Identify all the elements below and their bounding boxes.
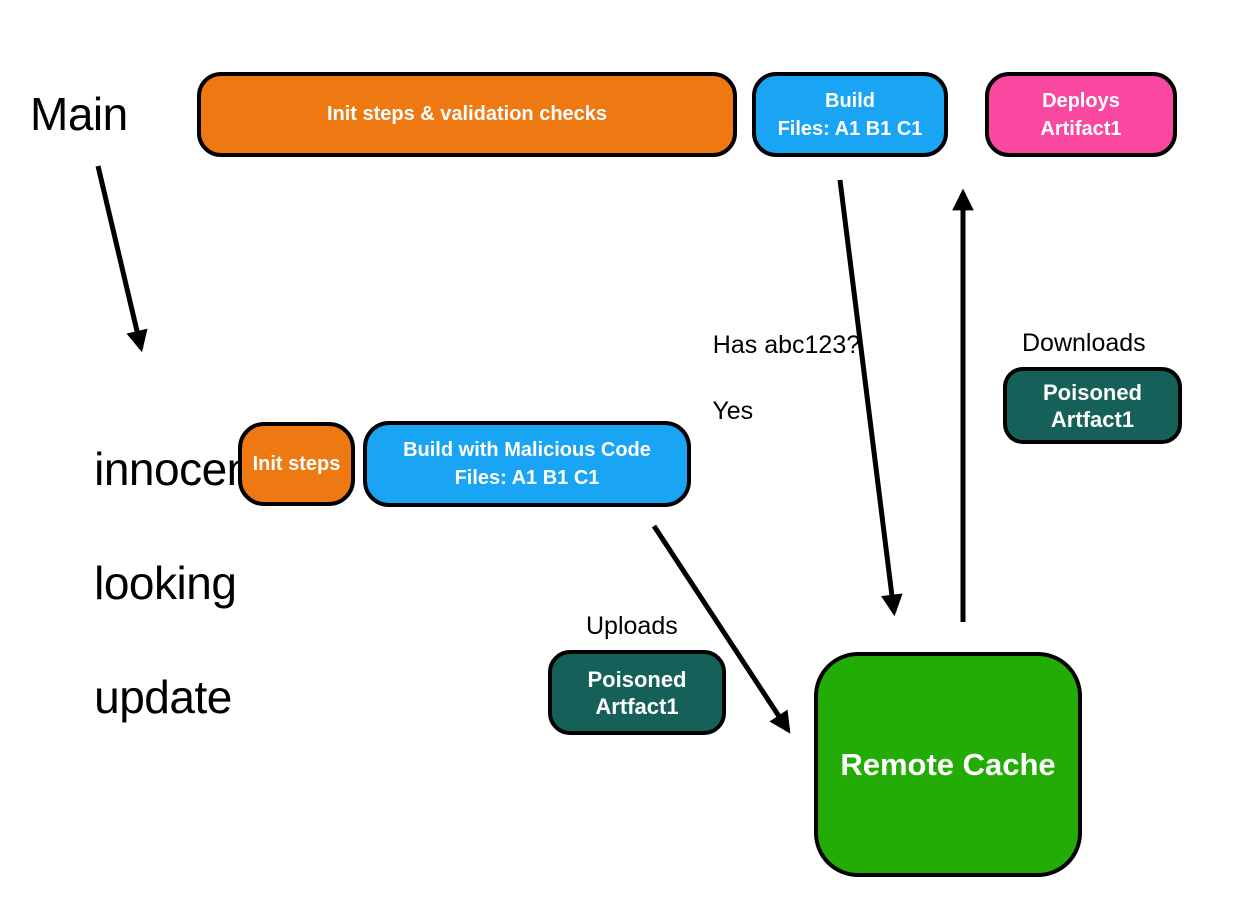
node-init-steps-validation-checks-label: Init steps & validation checks xyxy=(326,103,608,125)
node-build-malicious-line2: Files: A1 B1 C1 xyxy=(454,467,600,489)
label-uploads: Uploads xyxy=(586,612,678,640)
node-poisoned-upload-line1: Poisoned xyxy=(587,666,687,692)
node-init-steps-validation-checks: Init steps & validation checks xyxy=(197,72,737,157)
node-poisoned-download-line2: Artfact1 xyxy=(1050,406,1135,432)
node-poisoned-download-line1: Poisoned xyxy=(1042,379,1142,405)
label-downloads: Downloads xyxy=(1022,329,1146,357)
node-deploys-line1: Deploys xyxy=(1042,89,1120,112)
node-poisoned-artifact-download: Poisoned Artfact1 xyxy=(1003,367,1182,444)
node-poisoned-artifact-upload: Poisoned Artfact1 xyxy=(548,650,726,735)
node-deploys-line2: Artifact1 xyxy=(1040,117,1122,140)
label-innocent-looking-update: innocent looking update xyxy=(45,384,264,783)
label-has-abc123: Has abc123? Yes xyxy=(685,296,860,461)
node-init-steps: Init steps xyxy=(238,422,355,506)
node-remote-cache: Remote Cache xyxy=(814,652,1082,877)
node-build-malicious-line1: Build with Malicious Code xyxy=(403,439,651,461)
node-build-line2: Files: A1 B1 C1 xyxy=(777,117,923,140)
node-init-steps-label: Init steps xyxy=(252,452,341,475)
node-build: Build Files: A1 B1 C1 xyxy=(752,72,948,157)
label-innocent-line2: looking xyxy=(94,557,237,609)
node-build-with-malicious-code: Build with Malicious Code Files: A1 B1 C… xyxy=(363,421,691,507)
label-innocent-line3: update xyxy=(94,671,232,723)
node-poisoned-upload-line2: Artfact1 xyxy=(595,693,679,719)
label-has-abc123-line2: Yes xyxy=(712,397,754,425)
node-deploys-artifact1: Deploys Artifact1 xyxy=(985,72,1177,157)
label-main: Main xyxy=(30,88,128,140)
node-remote-cache-label: Remote Cache xyxy=(840,746,1056,782)
arrow-main-to-branch xyxy=(95,165,148,353)
label-innocent-line1: innocent xyxy=(94,443,265,495)
node-build-line1: Build xyxy=(825,89,875,112)
label-has-abc123-line1: Has abc123? xyxy=(712,331,861,359)
